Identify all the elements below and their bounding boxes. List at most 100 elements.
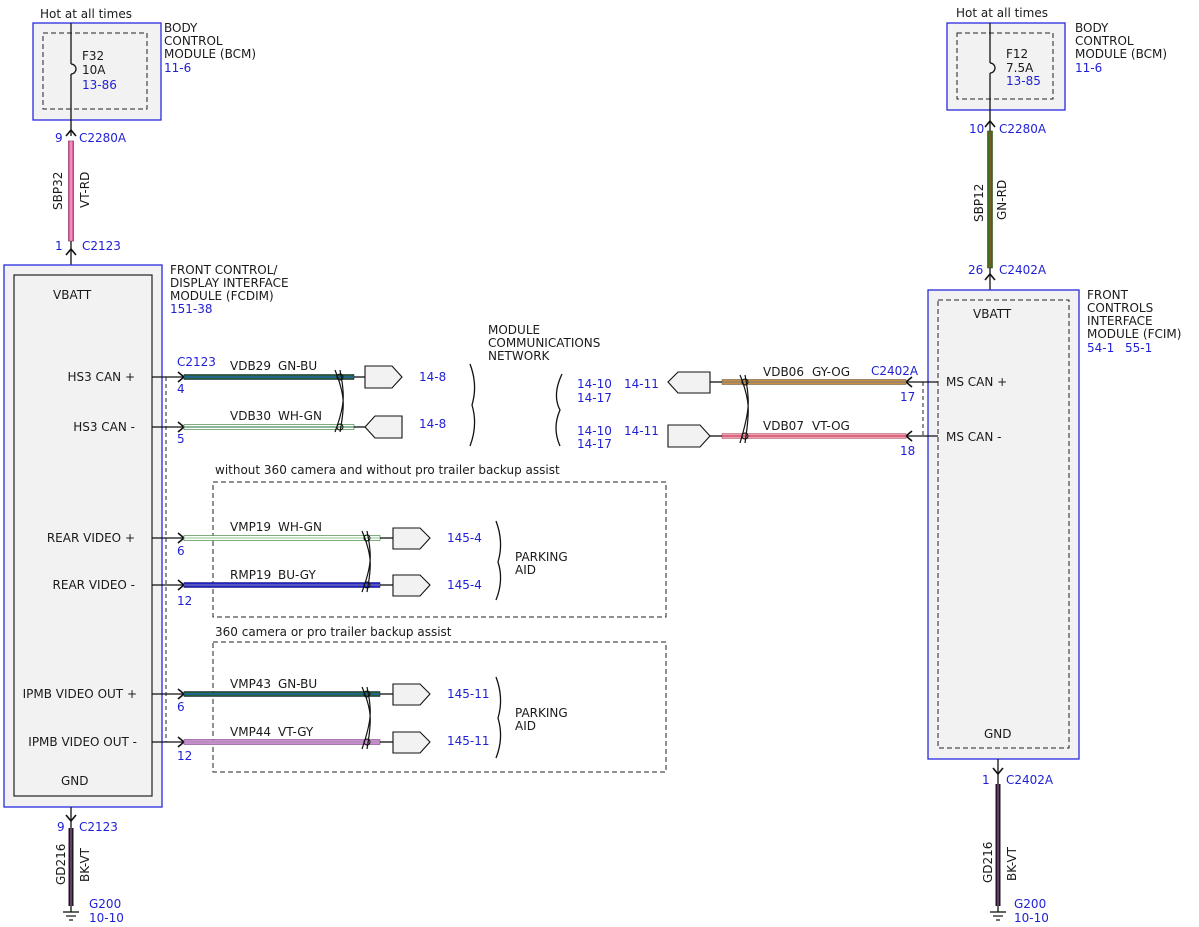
connector-arrow-tag-icon xyxy=(392,574,431,597)
connector-arrow-icon xyxy=(65,814,77,823)
network-ref-link[interactable]: 14-10 xyxy=(577,424,612,438)
option-box-title: 360 camera or pro trailer backup assist xyxy=(215,625,452,639)
fcdim-vbatt-label: VBATT xyxy=(53,288,92,302)
wire-color-label: BK-VT xyxy=(1005,846,1019,881)
bcm-fuse-box xyxy=(956,32,1054,100)
bcm-fuse-box xyxy=(42,32,148,110)
signal-ms-can-plus: MS CAN + xyxy=(946,375,1007,389)
brace-icon xyxy=(495,676,502,759)
fcdim-connector-label[interactable]: C2123 xyxy=(177,355,216,369)
wire-ref-link[interactable]: 145-11 xyxy=(447,734,490,748)
pin-number: 17 xyxy=(900,390,915,404)
signal-rear-video-minus: REAR VIDEO - xyxy=(53,578,135,592)
wire-ref-link[interactable]: 145-4 xyxy=(447,531,482,545)
fcim-name-line4: MODULE (FCIM) xyxy=(1087,327,1181,341)
wire-color: VT-OG xyxy=(812,419,850,433)
connector-label[interactable]: C2123 xyxy=(79,820,118,834)
wire-circuit: VMP44 xyxy=(230,725,271,739)
fcdim-name-line3: MODULE (FCDIM) xyxy=(170,289,274,303)
pin-number: 18 xyxy=(900,444,915,458)
connector-label[interactable]: C2402A xyxy=(1006,773,1054,787)
ground-label[interactable]: G200 xyxy=(89,897,121,911)
network-label-line1: MODULE xyxy=(488,323,540,337)
fuse-ref-link[interactable]: 13-86 xyxy=(82,78,117,92)
connector-label[interactable]: C2123 xyxy=(82,239,121,253)
network-group: MODULE COMMUNICATIONS NETWORK 14-10 14-1… xyxy=(469,323,612,451)
wire-circuit: VDB07 xyxy=(763,419,804,433)
wire-ref-link[interactable]: 14-8 xyxy=(419,370,446,384)
pin-number: 6 xyxy=(177,700,185,714)
connector-arrow-tag-icon xyxy=(667,371,711,394)
pin-number: 10 xyxy=(969,122,984,136)
network-ref-link[interactable]: 14-17 xyxy=(577,391,612,405)
connector-arrow-tag-icon xyxy=(364,365,403,389)
signal-ipmb-video-out-plus: IPMB VIDEO OUT + xyxy=(23,687,137,701)
signal-hs3-can-minus: HS3 CAN - xyxy=(73,420,135,434)
signal-ipmb-video-out-minus: IPMB VIDEO OUT - xyxy=(28,735,137,749)
fcim-name-line2: CONTROLS xyxy=(1087,301,1153,315)
wire-circuit: VMP43 xyxy=(230,677,271,691)
hot-at-all-times-label: Hot at all times xyxy=(956,6,1048,20)
pin-number: 26 xyxy=(968,263,983,277)
ground-ref-link[interactable]: 10-10 xyxy=(89,911,124,925)
wire-circuit: VDB06 xyxy=(763,365,804,379)
wire-color-label: BK-VT xyxy=(78,847,92,882)
connector-arrow-icon xyxy=(984,272,996,281)
network-ref-link[interactable]: 14-17 xyxy=(577,437,612,451)
network-ref-link[interactable]: 14-10 xyxy=(577,377,612,391)
bcm-name-line1: BODY xyxy=(164,21,198,35)
signal-ms-can-minus: MS CAN - xyxy=(946,430,1002,444)
wire-ref-link[interactable]: 14-8 xyxy=(419,417,446,431)
wire-ref-link[interactable]: 14-11 xyxy=(624,424,659,438)
pin-number: 1 xyxy=(982,773,990,787)
wire-ref-link[interactable]: 14-11 xyxy=(624,377,659,391)
ground-label[interactable]: G200 xyxy=(1014,897,1046,911)
fcdim-ground-group: 9 C2123 GD216 BK-VT G200 10-10 xyxy=(54,807,124,925)
fuse-rating: 10A xyxy=(82,63,106,77)
wire-circuit-label: SBP32 xyxy=(51,172,65,210)
hot-at-all-times-label: Hot at all times xyxy=(40,7,132,21)
ground-ref-link[interactable]: 10-10 xyxy=(1014,911,1049,925)
connector-arrow-tag-icon xyxy=(392,683,431,706)
fcim-wires: VDB06 GY-OG 14-11 VDB07 VT-OG 14-11 xyxy=(624,365,938,448)
connector-label[interactable]: C2280A xyxy=(999,122,1047,136)
bcm-module-box xyxy=(32,22,162,121)
fuse-symbol-icon xyxy=(989,62,996,74)
pin-number: 9 xyxy=(55,131,63,145)
signal-rear-video-plus: REAR VIDEO + xyxy=(47,531,135,545)
connector-label[interactable]: C2280A xyxy=(79,131,127,145)
brace-icon xyxy=(495,520,502,601)
fcim-ref-link[interactable]: 54-1 xyxy=(1087,341,1114,355)
fcdim-name-line1: FRONT CONTROL/ xyxy=(170,263,278,277)
fcim-ground-group: 1 C2402A GD216 BK-VT G200 10-10 xyxy=(981,759,1054,925)
wire-circuit-label: GD216 xyxy=(981,842,995,883)
target-line2: AID xyxy=(515,719,536,733)
network-label-line2: COMMUNICATIONS xyxy=(488,336,600,350)
fcim-ref-link[interactable]: 55-1 xyxy=(1125,341,1152,355)
wire-ref-link[interactable]: 145-11 xyxy=(447,687,490,701)
wire-color: GN-BU xyxy=(278,677,317,691)
pin-number: 5 xyxy=(177,432,185,446)
bcm-ref-link[interactable]: 11-6 xyxy=(1075,61,1102,75)
fcim-connector-label[interactable]: C2402A xyxy=(871,364,919,378)
connector-arrow-icon xyxy=(992,767,1004,776)
fuse-ref-link[interactable]: 13-85 xyxy=(1006,74,1041,88)
target-line1: PARKING xyxy=(515,550,568,564)
brace-right-icon xyxy=(555,373,563,447)
option-box-title: without 360 camera and without pro trail… xyxy=(215,463,560,477)
option-box-rear-video: without 360 camera and without pro trail… xyxy=(152,463,667,618)
fcim-inner-box xyxy=(937,299,1070,749)
target-line2: AID xyxy=(515,563,536,577)
wire-circuit: VDB29 xyxy=(230,359,271,373)
bcm-ref-link[interactable]: 11-6 xyxy=(164,61,191,75)
fcim-gnd-label: GND xyxy=(984,727,1012,741)
fcdim-ref-link[interactable]: 151-38 xyxy=(170,302,213,316)
wire-ref-link[interactable]: 145-4 xyxy=(447,578,482,592)
connector-arrow-icon xyxy=(984,119,996,128)
fcim-vbatt-label: VBATT xyxy=(973,307,1012,321)
connector-arrow-tag-icon xyxy=(364,415,403,439)
pin-number: 4 xyxy=(177,382,185,396)
connector-label[interactable]: C2402A xyxy=(999,263,1047,277)
fcim-name-line3: INTERFACE xyxy=(1087,314,1153,328)
